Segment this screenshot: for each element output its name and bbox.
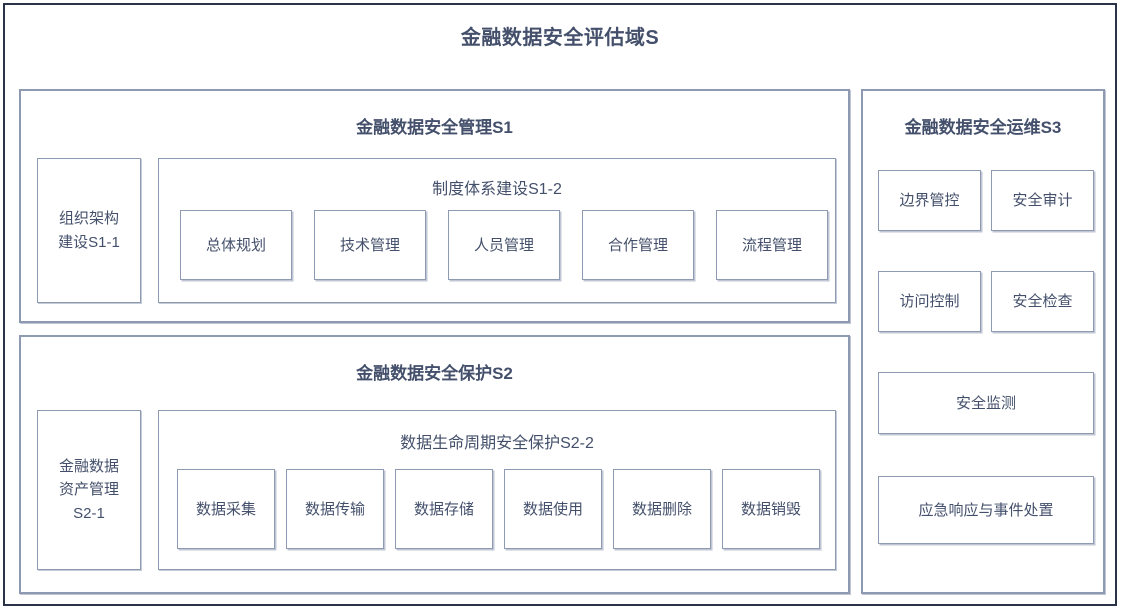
subgroup-s1-2-title: 制度体系建设S1-2 xyxy=(432,181,562,198)
leaf-shuju-cunchu[interactable]: 数据存储 xyxy=(395,469,493,549)
group-s1-title: 金融数据安全管理S1 xyxy=(356,118,513,137)
leaf-jishu-guanli[interactable]: 技术管理 xyxy=(314,210,426,280)
cell-s2-1-line3: S2-1 xyxy=(73,504,105,522)
cell-s2-1-line1: 金融数据 xyxy=(58,458,119,476)
group-s2-title: 金融数据安全保护S2 xyxy=(356,364,513,383)
group-s3-title: 金融数据安全运维S3 xyxy=(904,118,1062,137)
page-title: 金融数据安全评估域S xyxy=(460,27,660,49)
leaf-liucheng-guanli[interactable]: 流程管理 xyxy=(716,210,828,280)
cell-s1-1-line1: 组织架构 xyxy=(58,210,119,228)
leaf-yingji-xiangying[interactable]: 应急响应与事件处置 xyxy=(878,476,1094,544)
leaf-anquan-shenji[interactable]: 安全审计 xyxy=(991,170,1094,231)
subgroup-s2-2-title: 数据生命周期安全保护S2-2 xyxy=(400,435,594,452)
leaf-shuju-caiji[interactable]: 数据采集 xyxy=(177,469,275,549)
subgroup-s2-2[interactable]: 数据生命周期安全保护S2-2 数据采集 数据传输 数据存储 数据使用 数据删除 xyxy=(158,410,836,570)
leaf-shuju-shanchu[interactable]: 数据删除 xyxy=(613,469,711,549)
group-s3[interactable]: 金融数据安全运维S3 边界管控 安全审计 访问控制 安全检查 安全监测 应急响应… xyxy=(861,89,1105,594)
leaf-shuju-shiyong[interactable]: 数据使用 xyxy=(504,469,602,549)
leaf-hezuo-guanli[interactable]: 合作管理 xyxy=(582,210,694,280)
leaf-zongti-guihua[interactable]: 总体规划 xyxy=(180,210,292,280)
group-s1[interactable]: 金融数据安全管理S1 组织架构 建设S1-1 制度体系建设S1-2 总体规划 技… xyxy=(19,89,850,323)
leaf-renyuan-guanli[interactable]: 人员管理 xyxy=(448,210,560,280)
leaf-anquan-jiance[interactable]: 安全监测 xyxy=(878,372,1094,434)
subgroup-s1-2[interactable]: 制度体系建设S1-2 总体规划 技术管理 人员管理 合作管理 流程管理 xyxy=(158,158,836,303)
leaf-bianjie-guankong[interactable]: 边界管控 xyxy=(878,170,981,231)
leaf-anquan-jiancha[interactable]: 安全检查 xyxy=(991,271,1094,332)
leaf-shuju-xiaohui[interactable]: 数据销毁 xyxy=(722,469,820,549)
outer-frame: 金融数据安全评估域S 金融数据安全管理S1 组织架构 建设S1-1 制度体系建设… xyxy=(3,3,1117,606)
leaf-fangwen-kongzhi[interactable]: 访问控制 xyxy=(878,271,981,332)
cell-s1-1-line2: 建设S1-1 xyxy=(58,233,120,251)
cell-s2-1-line2: 资产管理 xyxy=(58,481,119,499)
cell-s1-1[interactable]: 组织架构 建设S1-1 xyxy=(37,158,141,303)
group-s2[interactable]: 金融数据安全保护S2 金融数据 资产管理 S2-1 数据生命周期安全保护S2-2… xyxy=(19,335,850,594)
leaf-shuju-chuanshu[interactable]: 数据传输 xyxy=(286,469,384,549)
cell-s2-1[interactable]: 金融数据 资产管理 S2-1 xyxy=(37,410,141,570)
